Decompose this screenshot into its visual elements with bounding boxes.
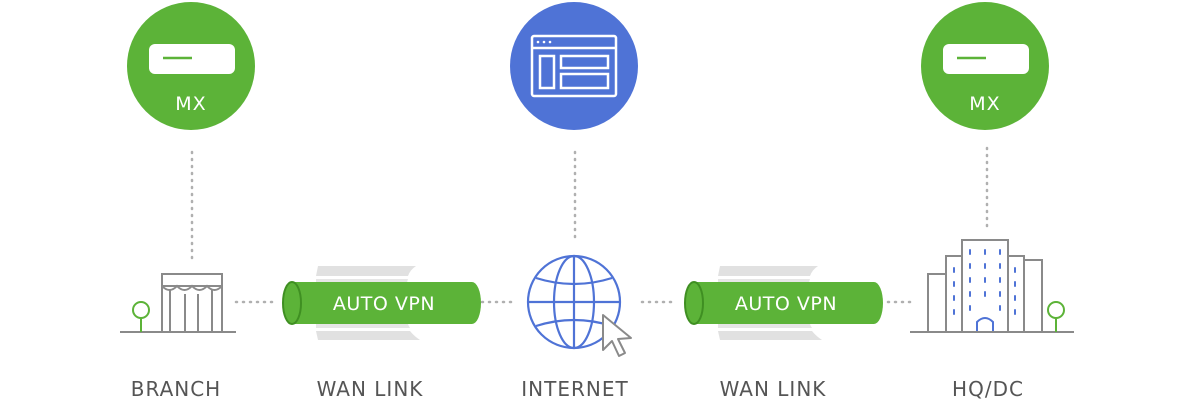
wan-link-left: AUTO VPN	[282, 266, 481, 340]
tube-opening	[684, 281, 704, 325]
hq-building-icon	[910, 239, 1074, 333]
tree-icon	[1047, 301, 1065, 332]
cursor-icon	[602, 314, 632, 357]
caption-wan-link-right: WAN LINK	[720, 377, 827, 400]
browser-window-icon	[530, 34, 618, 98]
tree-icon	[132, 301, 150, 319]
hq-mx-label: MX	[969, 93, 1000, 115]
branch-mx-node: MX	[127, 2, 255, 130]
vertical-connectors	[190, 146, 989, 262]
caption-hq-dc: HQ/DC	[952, 377, 1024, 400]
auto-vpn-label-right: AUTO VPN	[735, 293, 837, 315]
internet-app-node	[510, 2, 638, 130]
router-icon	[149, 44, 235, 74]
hq-mx-node: MX	[921, 2, 1049, 130]
caption-internet: INTERNET	[521, 377, 628, 400]
wan-link-right: AUTO VPN	[684, 266, 883, 340]
branch-storefront-icon	[120, 273, 236, 333]
tube-opening	[282, 281, 302, 325]
caption-wan-link-left: WAN LINK	[317, 377, 424, 400]
caption-branch: BRANCH	[131, 377, 221, 400]
branch-mx-label: MX	[175, 93, 206, 115]
auto-vpn-label-left: AUTO VPN	[333, 293, 435, 315]
router-icon	[943, 44, 1029, 74]
hq-windows	[953, 249, 1016, 315]
